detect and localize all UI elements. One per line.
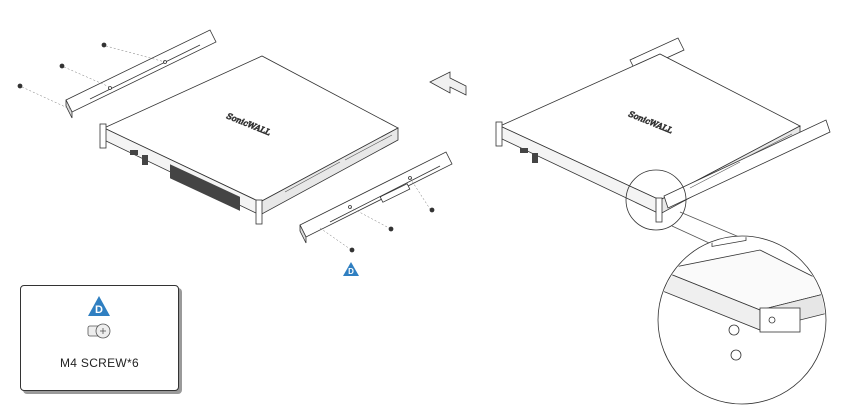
- screw: [430, 208, 434, 212]
- screw: [102, 43, 106, 47]
- screw: [350, 248, 354, 252]
- rack-ear-right: [256, 200, 262, 224]
- screw: [60, 64, 64, 68]
- direction-arrow: [430, 72, 466, 95]
- screw: [18, 84, 22, 88]
- rack-ear-right-assembled: [656, 198, 662, 222]
- legend-graphic: D: [21, 286, 178, 356]
- legend-box: D M4 SCREW*6: [20, 285, 179, 391]
- assembled-view: SonicWALL: [496, 38, 840, 404]
- screws-lower: [350, 208, 434, 252]
- screw: [389, 227, 393, 231]
- rack-ear-left-assembled: [496, 122, 502, 146]
- screws-upper: [18, 43, 106, 88]
- callout-badge-d: D: [343, 262, 359, 276]
- legend-caption: M4 SCREW*6: [21, 356, 178, 370]
- rack-ear-left: [100, 124, 106, 148]
- callout-letter: D: [348, 267, 354, 276]
- screw-icon: [88, 324, 110, 338]
- legend-letter: D: [95, 304, 103, 316]
- exploded-view: SonicWALL: [18, 30, 452, 252]
